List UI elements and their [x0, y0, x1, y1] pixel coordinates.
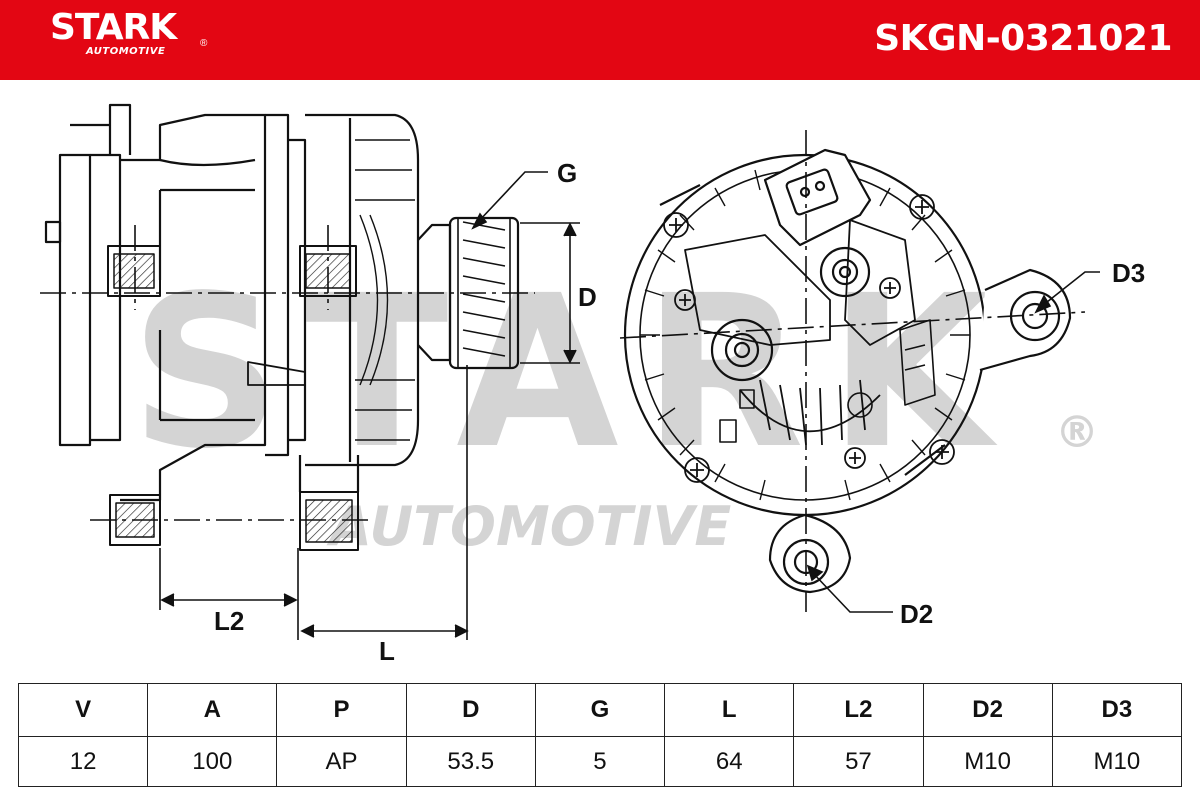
spec-value: 12: [17, 736, 149, 787]
spec-value: M10: [1051, 736, 1183, 787]
logo-brand: STARK: [50, 7, 177, 48]
spec-header: D: [405, 683, 536, 737]
label-l: L: [379, 636, 395, 666]
watermark-registered-mark: ®: [1055, 407, 1099, 458]
stark-logo: STARK ® AUTOMOTIVE: [50, 7, 207, 58]
spec-header: D2: [922, 683, 1053, 737]
spec-value: 64: [664, 736, 795, 787]
spec-header: A: [147, 683, 278, 737]
logo-registered-mark: ®: [200, 38, 208, 49]
spec-value: M10: [922, 736, 1053, 787]
spec-header: P: [276, 683, 407, 737]
spec-value: 53.5: [405, 736, 536, 787]
spec-value: 57: [793, 736, 924, 787]
spec-header: D3: [1051, 683, 1183, 737]
spec-header-row: V A P D G L L2 D2 D3: [17, 683, 1183, 737]
label-d2: D2: [900, 599, 933, 629]
dimension-lines: [159, 171, 580, 640]
spec-header: L: [664, 683, 795, 737]
watermark-brand: STARK: [130, 250, 1015, 495]
spec-table: V A P D G L L2 D2 D3 12 100 AP 53.5 5 64…: [17, 683, 1183, 787]
spec-value: AP: [276, 736, 407, 787]
header-bar: STARK ® AUTOMOTIVE SKGN-0321021: [0, 0, 1200, 80]
label-d3: D3: [1112, 258, 1145, 288]
front-centerlines: [619, 130, 1086, 612]
alternator-drawing: STARK AUTOMOTIVE ®: [40, 103, 1145, 666]
side-centerlines: [40, 225, 535, 521]
spec-value-row: 12 100 AP 53.5 5 64 57 M10 M10: [17, 736, 1183, 787]
spec-header: G: [534, 683, 666, 737]
spec-header: V: [17, 683, 149, 737]
label-d: D: [578, 282, 597, 312]
label-g: G: [557, 158, 577, 188]
part-number: SKGN-0321021: [874, 18, 1172, 59]
spec-header: L2: [793, 683, 924, 737]
logo-subtitle: AUTOMOTIVE: [86, 46, 166, 57]
spec-value: 5: [534, 736, 666, 787]
front-view: [623, 148, 1072, 594]
spec-value: 100: [147, 736, 278, 787]
hole-leaders: [806, 271, 1100, 613]
watermark-subtitle: AUTOMOTIVE: [326, 495, 731, 558]
label-l2: L2: [214, 606, 244, 636]
